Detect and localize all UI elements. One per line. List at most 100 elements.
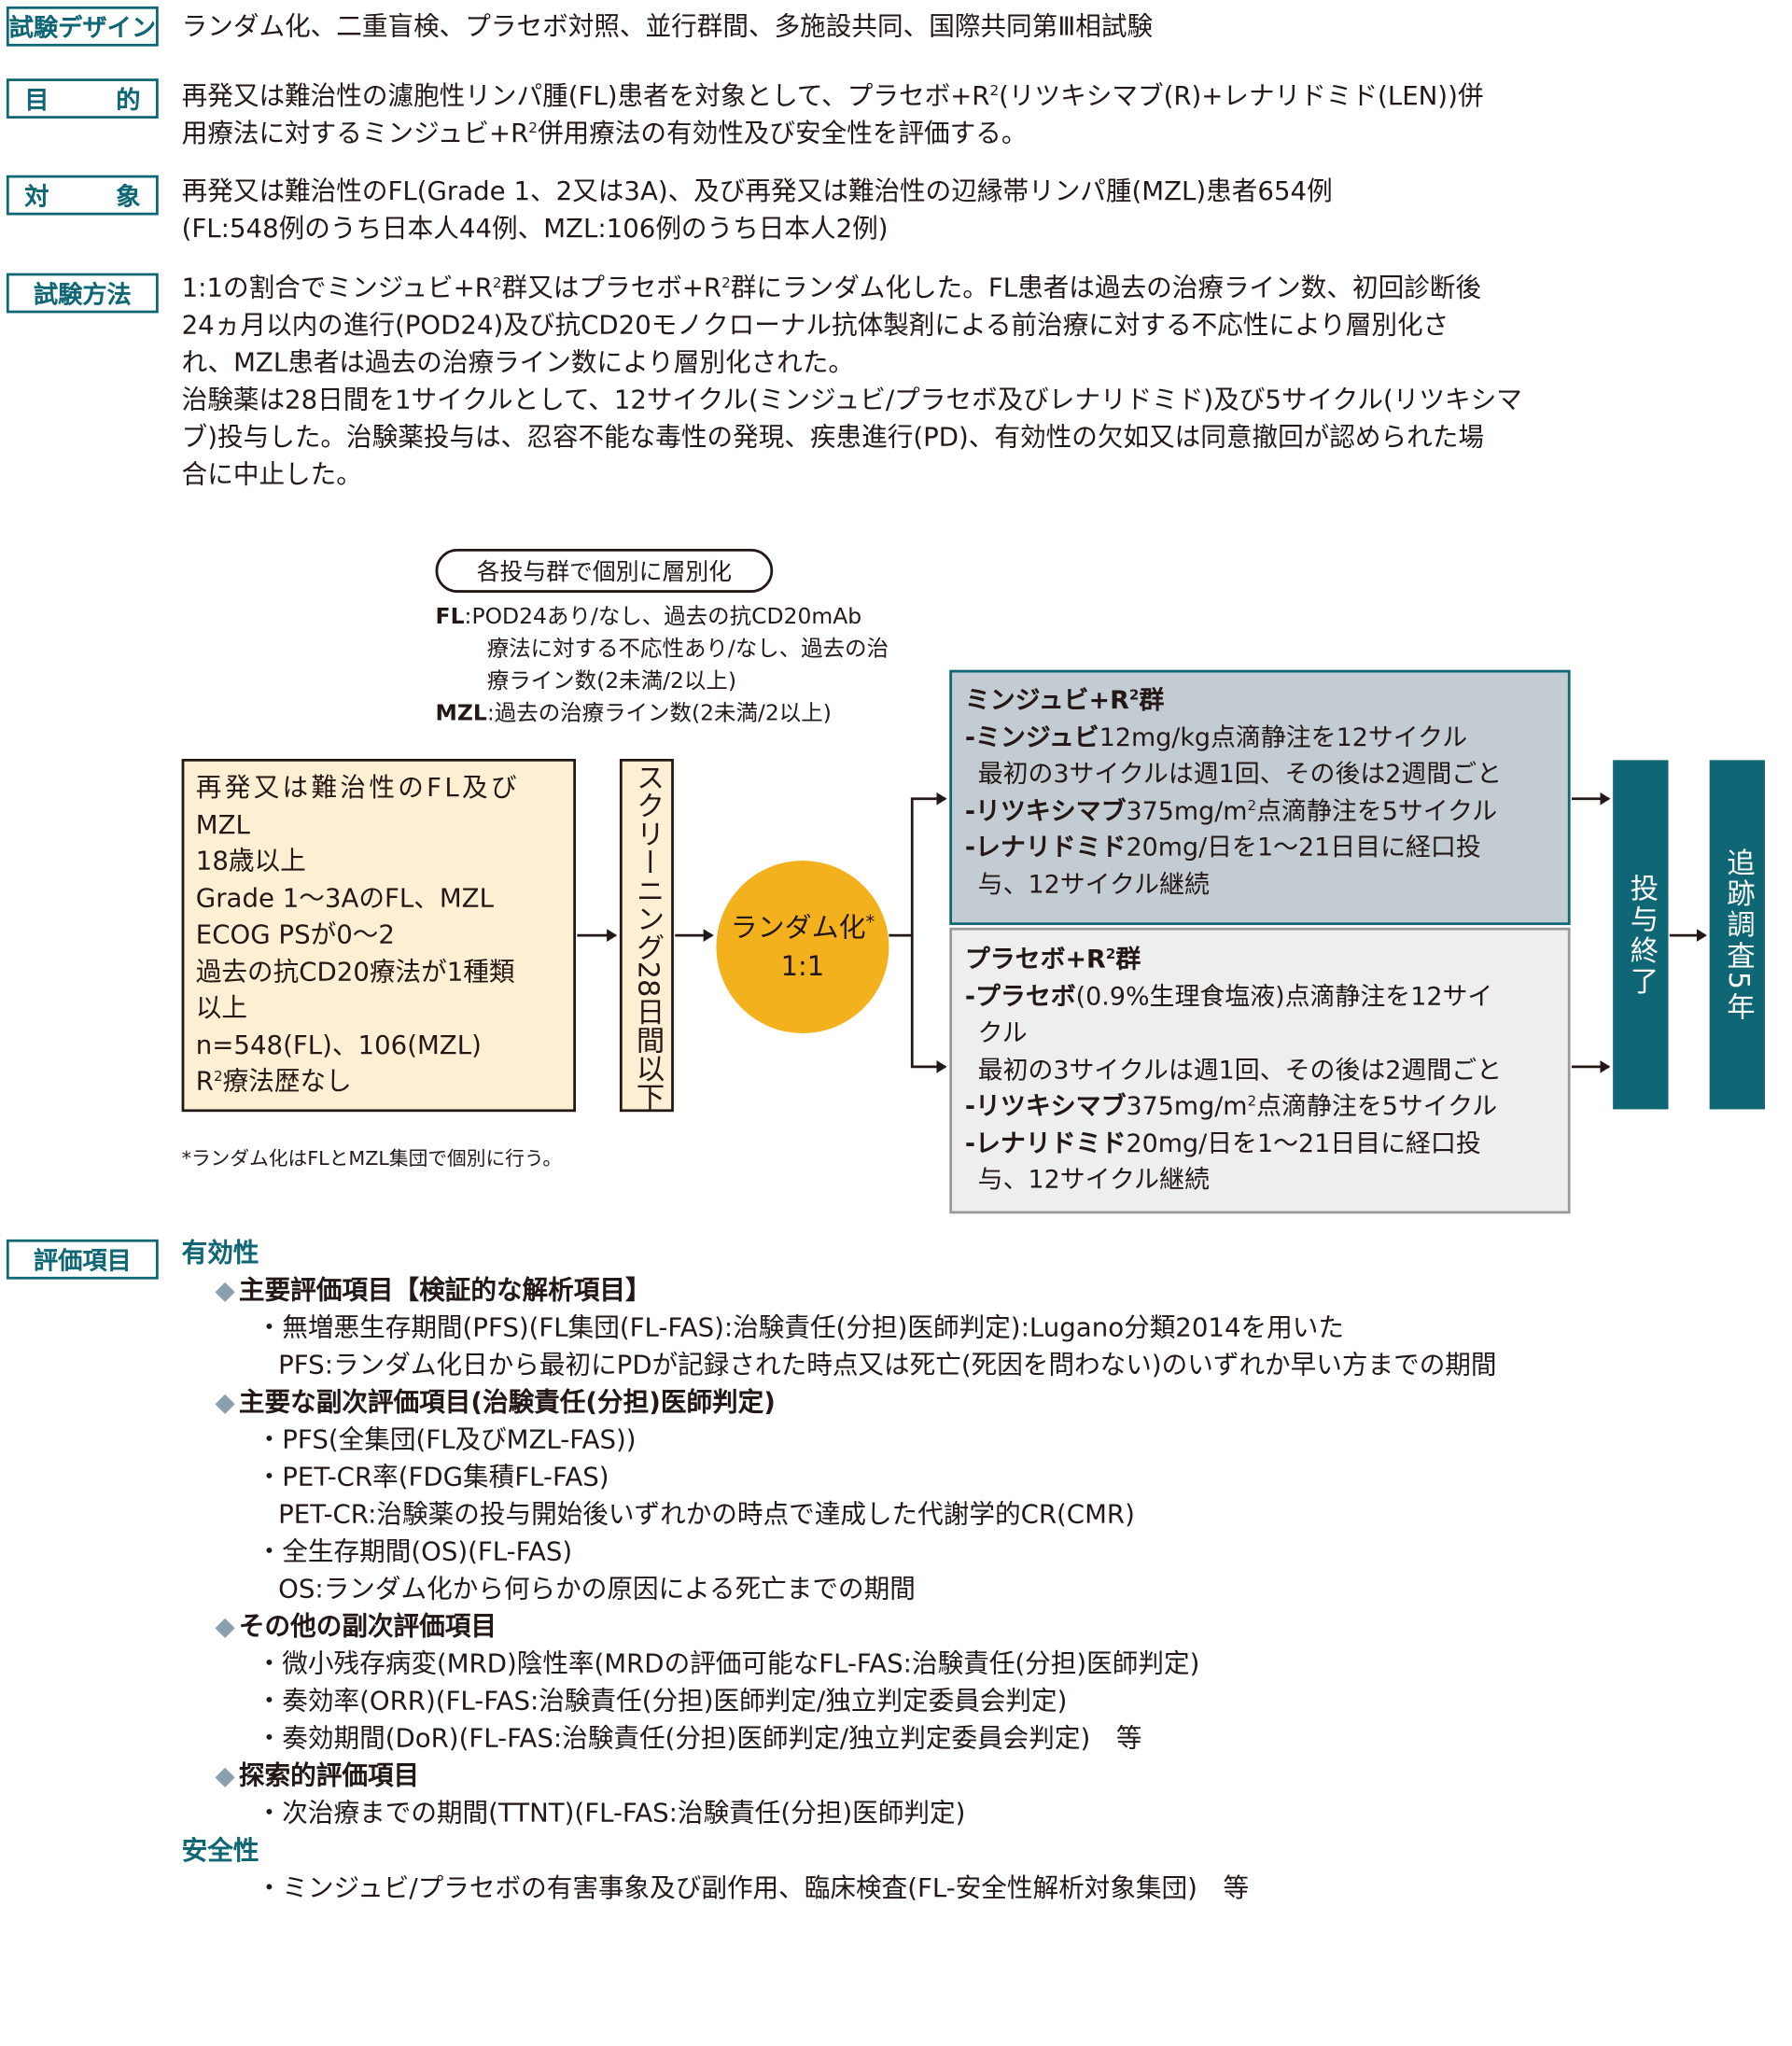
key-secondary-definition: OS:ランダム化から何らかの原因による死亡までの期間 [278, 1573, 916, 1605]
exploratory-item: ・次治療までの期間(TTNT)(FL-FAS:治験責任(分担)医師判定) [256, 1797, 966, 1829]
other-secondary-item: ・奏効期間(DoR)(FL-FAS:治験責任(分担)医師判定/独立判定委員会判定… [256, 1722, 1142, 1754]
randomization-footnote: *ランダム化はFLとMZL集団で個別に行う。 [181, 1146, 563, 1170]
fl-label: FL [435, 604, 465, 630]
arm-b-drug-1: -プラセボ(0.9%生理食塩液)点滴静注を12サイ [965, 978, 1555, 1015]
objective-text: 再発又は難治性の濾胞性リンパ腫(FL)患者を対象として、プラセボ+R2(リツキシ… [182, 77, 1785, 152]
other-secondary-item: ・微小残存病変(MRD)陰性率(MRDの評価可能なFL-FAS:治験責任(分担)… [256, 1647, 1200, 1679]
label-objective-2: 的 [116, 86, 141, 115]
eligibility-last-a: R [195, 1065, 215, 1097]
arm-b-drug-1-dose: (0.9%生理食塩液)点滴静注を12サイ [1075, 981, 1493, 1011]
methods-line-6: 合に中止した。 [181, 458, 362, 490]
objective-l2a: 用療法に対するミンジュビ+R [181, 117, 529, 148]
arm-b-drug-2-dose: 375mg/m [1126, 1091, 1248, 1121]
label-subjects-2: 象 [116, 183, 141, 212]
arm-b-drug-1-name: -プラセボ [964, 981, 1076, 1011]
mzl-factor: :過去の治療ライン数(2未満/2以上) [486, 700, 832, 727]
eligibility-line: R2療法歴なし [196, 1063, 562, 1100]
superscript: 2 [1128, 686, 1140, 704]
label-endpoints: 評価項目 [6, 1239, 159, 1280]
primary-endpoint-heading: 主要評価項目【検証的な解析項目】 [182, 1271, 1497, 1309]
subjects-text: 再発又は難治性のFL(Grade 1、2又は3A)、及び再発又は難治性の辺縁帯リ… [182, 173, 1785, 247]
arm-b-drug-2-name: -リツキシマブ [964, 1091, 1127, 1121]
objective-l1a: 再発又は難治性の濾胞性リンパ腫(FL)患者を対象として、プラセボ+R [181, 79, 990, 111]
eligibility-line: 以上 [195, 991, 248, 1023]
key-secondary-item: ・全生存期間(OS)(FL-FAS) [256, 1535, 573, 1567]
arm-a-drug-3-dose: 20mg/日を1〜21日目に経口投 [1126, 832, 1481, 862]
superscript: 2 [492, 274, 502, 291]
safety-heading: 安全性 [181, 1834, 259, 1866]
arm-b-drug-3-name: -レナリドミド [964, 1128, 1127, 1158]
objective-line-1: 再発又は難治性の濾胞性リンパ腫(FL)患者を対象として、プラセボ+R2(リツキシ… [182, 77, 1785, 115]
methods-line-5: ブ)投与した。治験薬投与は、忍容不能な毒性の発現、疾患進行(PD)、有効性の欠如… [181, 421, 1484, 453]
subjects-line-1: 再発又は難治性のFL(Grade 1、2又は3A)、及び再発又は難治性の辺縁帯リ… [181, 175, 1333, 206]
eligibility-line: MZL [195, 808, 250, 840]
eligibility-line: 18歳以上 [195, 845, 306, 876]
key-secondary-item: ・PET-CR率(FDG集積FL-FAS) [256, 1461, 609, 1492]
arrow-to-arm-b [910, 935, 947, 1073]
arm-b-drug-1-schedule: 最初の3サイクルは週1回、その後は2週間ごと [977, 1054, 1503, 1085]
eligibility-line: Grade 1〜3AのFL、MZL [195, 881, 494, 913]
label-methods: 試験方法 [6, 273, 159, 314]
superscript: 2 [1247, 1092, 1257, 1110]
eligibility-box: 再発又は難治性のFL及び MZL 18歳以上 Grade 1〜3AのFL、MZL… [181, 758, 576, 1113]
superscript: 2 [214, 1068, 223, 1086]
arm-b-title: プラセボ+R2群 [965, 942, 1555, 978]
screening-box: スクリーニング28日間以下 [619, 758, 674, 1113]
primary-endpoint-item: ・無増悪生存期間(PFS)(FL集団(FL-FAS):治験責任(分担)医師判定)… [256, 1311, 1344, 1343]
label-objective-1: 目 [24, 86, 49, 115]
key-secondary-item: ・PFS(全集団(FL及びMZL-FAS)) [256, 1423, 637, 1455]
arrow-to-arm-a [889, 792, 947, 937]
design-text: ランダム化、二重盲検、プラセボ対照、並行群間、多施設共同、国際共同第Ⅲ相試験 [181, 10, 1154, 42]
methods-line-2: 24ヵ月以内の進行(POD24)及び抗CD20モノクローナル抗体製剤による前治療… [181, 309, 1449, 341]
label-subjects: 対象 [6, 175, 159, 216]
efficacy-heading: 有効性 [181, 1237, 259, 1268]
methods-l1c: 群にランダム化した。FL患者は過去の治療ライン数、初回診断後 [730, 272, 1482, 303]
fl-factor-1: :POD24あり/なし、過去の抗CD20mAb [464, 604, 862, 630]
arm-b-drug-3-dose: 20mg/日を1〜21日目に経口投 [1126, 1128, 1481, 1158]
exploratory-heading: 探索的評価項目 [182, 1758, 1497, 1795]
arm-a-drug-1-schedule: 最初の3サイクルは週1回、その後は2週間ごと [977, 758, 1503, 789]
arm-b-drug-3: -レナリドミド20mg/日を1〜21日目に経口投 [965, 1126, 1555, 1162]
arm-b-drug-1-cont: クル [977, 1017, 1028, 1048]
eligibility-line: ECOG PSが0〜2 [195, 918, 395, 950]
arm-a-title-b: 群 [1139, 685, 1165, 716]
methods-l1b: 群又はプラセボ+R [501, 272, 722, 303]
superscript: 2 [1247, 796, 1257, 814]
label-design: 試験デザイン [6, 6, 159, 47]
eligibility-line: n=548(FL)、106(MZL) [195, 1029, 482, 1060]
arm-minjuvi-box: ミンジュビ+R2群 -ミンジュビ12mg/kg点滴静注を12サイクル 最初の3サ… [949, 669, 1571, 926]
arm-a-drug-2-route: 点滴静注を5サイクル [1256, 795, 1498, 826]
superscript: 2 [721, 274, 731, 291]
eligibility-line: 過去の抗CD20療法が1種類 [195, 955, 515, 987]
arm-a-drug-2-name: -リツキシマブ [964, 795, 1127, 826]
safety-item: ・ミンジュビ/プラセボの有害事象及び副作用、臨床検査(FL-安全性解析対象集団)… [256, 1871, 1250, 1903]
arm-a-drug-1: -ミンジュビ12mg/kg点滴静注を12サイクル [965, 720, 1555, 756]
methods-l1a: 1:1の割合でミンジュビ+R [181, 272, 493, 303]
superscript: 2 [989, 82, 1000, 100]
methods-line-1: 1:1の割合でミンジュビ+R2群又はプラセボ+R2群にランダム化した。FL患者は… [182, 269, 1785, 306]
arm-a-drug-2: -リツキシマブ375mg/m2点滴静注を5サイクル [965, 793, 1555, 830]
endpoints-list: 有効性 主要評価項目【検証的な解析項目】 ・無増悪生存期間(PFS)(FL集団(… [182, 1234, 1497, 1907]
arm-a-drug-1-dose: 12mg/kg点滴静注を12サイクル [1099, 722, 1468, 752]
objective-l2b: 併用療法の有効性及び安全性を評価する。 [537, 117, 1028, 148]
superscript: 2 [528, 119, 538, 137]
fl-factor-3: 療ライン数(2未満/2以上) [486, 668, 737, 694]
fl-factor-2: 療法に対する不応性あり/なし、過去の治 [486, 636, 889, 663]
arm-a-drug-2-dose: 375mg/m [1126, 795, 1248, 826]
label-subjects-1: 対 [24, 183, 49, 212]
arm-b-drug-2: -リツキシマブ375mg/m2点滴静注を5サイクル [965, 1088, 1555, 1125]
flow-arrows [577, 792, 1707, 1073]
label-objective: 目的 [6, 78, 159, 119]
arm-a-title-a: ミンジュビ+R [964, 685, 1129, 716]
stratification-pill: 各投与群で個別に層別化 [435, 549, 774, 593]
primary-endpoint-definition: PFS:ランダム化日から最初にPDが記録された時点又は死亡(死因を問わない)のい… [278, 1349, 1497, 1380]
end-of-treatment-box: 投与終了 [1613, 760, 1669, 1110]
eligibility-line: 再発又は難治性のFL及び [195, 771, 520, 803]
methods-line-4: 治験薬は28日間を1サイクルとして、12サイクル(ミンジュビ/プラセボ及びレナリ… [181, 384, 1522, 415]
randomization-ratio: 1:1 [780, 950, 825, 982]
key-secondary-definition: PET-CR:治験薬の投与開始後いずれかの時点で達成した代謝学的CR(CMR) [278, 1498, 1135, 1530]
randomization-label: ランダム化* [731, 908, 875, 946]
key-secondary-heading: 主要な副次評価項目(治験責任(分担)医師判定) [182, 1383, 1497, 1421]
eligibility-last-b: 療法歴なし [222, 1065, 352, 1097]
